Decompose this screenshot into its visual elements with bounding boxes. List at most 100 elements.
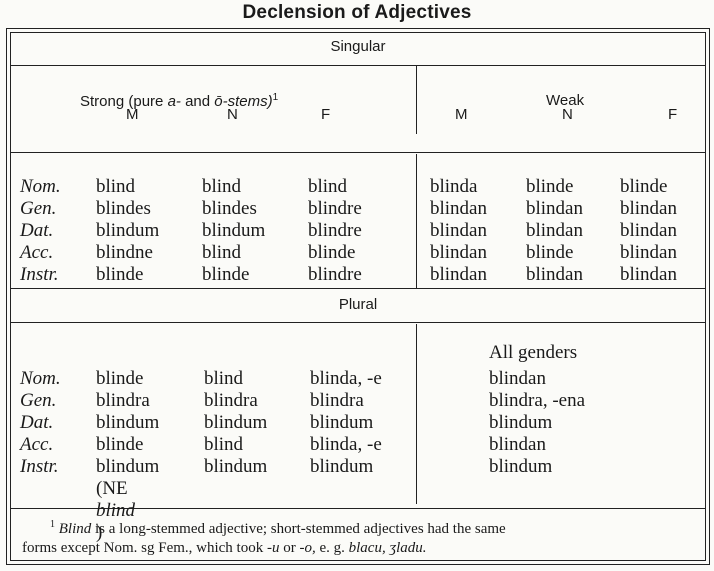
form-cell: blinda [430, 176, 478, 197]
inner-frame [10, 32, 706, 561]
divider-singular [416, 154, 417, 288]
form-cell: blindan [430, 242, 487, 263]
footnote-mark: 1 [50, 519, 55, 530]
footnote-text-1: is a long-stemmed adjective; short-stemm… [95, 521, 506, 537]
form-cell: blindum [202, 220, 266, 241]
strong-header-a: a- [167, 93, 181, 110]
form-cell: blinda, -e [310, 368, 382, 389]
form-cell: blindum [489, 456, 553, 477]
footnote-example-1: blacu, [348, 540, 386, 556]
form-cell: blindre [308, 264, 362, 285]
strong-n-header: N [227, 106, 238, 123]
form-cell: blindes [202, 198, 257, 219]
form-cell: blindan [526, 198, 583, 219]
form-cell: blindum [96, 412, 160, 433]
section-plural-label: Plural [338, 296, 378, 313]
section-singular-label: Singular [330, 38, 386, 55]
case-label: Dat. [20, 412, 54, 433]
form-cell: blinde [526, 242, 574, 263]
form-cell: blindum [489, 412, 553, 433]
form-cell: blindum [204, 412, 268, 433]
case-label: Instr. [20, 264, 59, 285]
footnote-or: or [283, 540, 296, 556]
singular-strong-f-column: blind blindre blindre blinde blindre [308, 176, 362, 286]
singular-weak-n-column: blinde blindan blindan blinde blindan [526, 176, 583, 286]
form-cell: blindan [430, 198, 487, 219]
strong-header-label: Strong (pure [80, 93, 164, 110]
rule-header-bottom [10, 152, 706, 153]
strong-header-o: ō-stems) [214, 93, 273, 110]
plural-case-column: Nom. Gen. Dat. Acc. Instr. [20, 368, 61, 478]
case-label: Acc. [20, 434, 54, 455]
plural-strong-n-column: blind blindra blindum blind blindum [204, 368, 267, 478]
plural-strong-m-column: blinde blindra blindum blinde blindum (N… [96, 368, 159, 544]
form-cell: blinde [620, 176, 668, 197]
divider-plural [416, 324, 417, 504]
form-cell: blinde [96, 368, 144, 389]
form-cell: blindum [310, 456, 374, 477]
form-cell: blindra [96, 390, 150, 411]
singular-strong-m-column: blind blindes blindum blindne blinde [96, 176, 159, 286]
footnote-u: -u [266, 540, 280, 556]
form-cell: blind [202, 242, 242, 263]
form-cell: blind [202, 176, 242, 197]
form-cell: blind [308, 176, 348, 197]
plural-strong-f-column: blinda, -e blindra blindum blinda, -e bl… [310, 368, 382, 478]
footnote-word: Blind [58, 521, 92, 537]
form-cell: blindum [96, 456, 160, 477]
form-cell: blinde [96, 434, 144, 455]
footnote-eg: e. g. [319, 540, 345, 556]
form-cell: blindan [526, 220, 583, 241]
form-cell: blindra [204, 390, 258, 411]
rule-plural-bottom [10, 322, 706, 323]
form-cell: blinde [526, 176, 574, 197]
singular-weak-m-column: blinda blindan blindan blindan blindan [430, 176, 487, 286]
form-cell: blinde [202, 264, 250, 285]
ne-note-word: blind [96, 500, 136, 521]
ne-note-suffix: ) [96, 522, 103, 543]
strong-f-header: F [321, 106, 331, 123]
weak-header: Weak [546, 92, 585, 109]
weak-f-header: F [668, 106, 678, 123]
form-cell: blindan [526, 264, 583, 285]
form-cell: blinde [308, 242, 356, 263]
rule-plural-top [10, 288, 706, 289]
singular-weak-f-column: blinde blindan blindan blindan blindan [620, 176, 677, 286]
form-cell: blindum [96, 220, 160, 241]
weak-n-header: N [562, 106, 573, 123]
footnote-line-2: forms except Nom. sg Fem., which took -u… [22, 539, 702, 558]
strong-header: Strong (pure a- and ō-stems)1 [80, 92, 278, 110]
footnote-text-2: forms except Nom. sg Fem., which took [22, 540, 264, 556]
case-label: Gen. [20, 390, 57, 411]
form-cell: blind [204, 434, 244, 455]
form-cell: blindra [310, 390, 364, 411]
plural-all-genders-label: All genders [489, 342, 578, 363]
footnote-line-1: 1 Blind is a long-stemmed adjective; sho… [22, 515, 702, 539]
footnote-o: -o, [299, 540, 316, 556]
divider-header [416, 66, 417, 134]
form-cell: blindan [489, 368, 546, 389]
form-cell: blindan [489, 434, 546, 455]
singular-case-column: Nom. Gen. Dat. Acc. Instr. [20, 176, 61, 286]
form-cell: blindan [620, 198, 677, 219]
weak-m-header: M [455, 106, 468, 123]
case-label: Nom. [20, 176, 61, 197]
footnote-example-2: ʒladu. [389, 540, 427, 556]
plural-weak-column: blindan blindra, -ena blindum blindan bl… [489, 368, 585, 478]
case-label: Gen. [20, 198, 57, 219]
form-cell: blindre [308, 198, 362, 219]
form-cell: blindan [430, 220, 487, 241]
case-label: Nom. [20, 368, 61, 389]
ne-note: (NE blind) [96, 478, 159, 544]
form-cell: blindne [96, 242, 153, 263]
page-title: Declension of Adjectives [242, 2, 472, 23]
form-cell: blinda, -e [310, 434, 382, 455]
singular-strong-n-column: blind blindes blindum blind blinde [202, 176, 265, 286]
form-cell: blindum [204, 456, 268, 477]
form-cell: blindan [620, 242, 677, 263]
ne-note-prefix: (NE [96, 478, 128, 499]
strong-m-header: M [126, 106, 139, 123]
form-cell: blindes [96, 198, 151, 219]
form-cell: blindan [430, 264, 487, 285]
form-cell: blindra, -ena [489, 390, 586, 411]
